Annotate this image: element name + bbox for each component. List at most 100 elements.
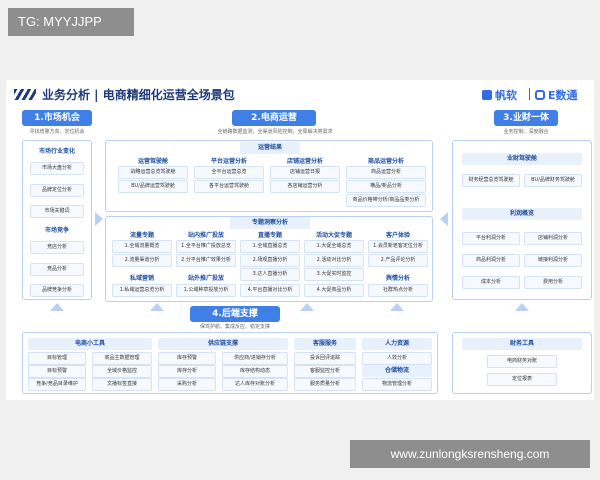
finance-profit-item: 商品利润分析: [462, 254, 520, 267]
brand-logo-eshutong: E数通: [535, 87, 578, 103]
market-competition-title: 市场竞争: [44, 227, 69, 234]
insight-group-title: 活动大促专题: [315, 232, 352, 239]
warehouse-item: 物流管理分析: [362, 378, 432, 391]
finance-tools-item: 定位报表: [487, 373, 557, 386]
insight-item: 1.大促全域总览: [304, 240, 364, 253]
finance-sub: 业务控制、深度融合: [503, 129, 549, 135]
results-item: 商品价格带分析/商品品类分析: [346, 194, 426, 207]
insight-group-title: 流量专题: [129, 232, 154, 239]
supply-item: 供应商/进销存分析: [222, 352, 288, 365]
results-group-title: 平台运营分析: [210, 158, 247, 165]
finance-cockpit-title: 业财驾驶舱: [462, 153, 582, 165]
insight-group-title: 直播专题: [257, 232, 282, 239]
results-group-title: 运营驾驶舱: [137, 158, 168, 165]
service-item: 客服监控分析: [294, 365, 356, 378]
insight-group-title: 私域营销: [129, 275, 154, 282]
insight-item: 1.公域种草投放分析: [176, 284, 236, 297]
market-industry-item: 市场大盘分析: [30, 162, 84, 175]
insight-item: 2.活动对比分析: [304, 254, 364, 267]
insight-item: 2.分平台推广效果分析: [176, 254, 236, 267]
arrow-up-icon: [150, 303, 164, 311]
results-item: 各店铺运营分析: [270, 180, 340, 193]
insight-group-title: 客户体验: [385, 232, 410, 239]
insight-item: 2.流量渠道分析: [112, 254, 172, 267]
ecom-header: 2.电商运营: [232, 110, 316, 126]
tools-item: 目标预警: [28, 365, 86, 378]
finance-profit-item: 成本分析: [462, 276, 520, 289]
brand-divider: [529, 88, 530, 100]
diagram-title-text: 业务分析 | 电商精细化运营全场景包: [42, 88, 235, 102]
results-group-title: 商品运营分析: [367, 158, 404, 165]
insight-item: 1.私域运营总览分析: [112, 284, 172, 297]
insight-item: 4.大促商品分析: [304, 284, 364, 297]
supply-item: 库存预警: [158, 352, 216, 365]
insight-group-title: 站内推广投放: [187, 232, 224, 239]
insight-item: 1.全域直播总览: [240, 240, 300, 253]
finance-profit-item: 费用分析: [524, 276, 582, 289]
arrow-right-icon: [95, 212, 103, 226]
insight-group-title: 站外推广投放: [187, 275, 224, 282]
service-item: 服务质量分析: [294, 378, 356, 391]
results-item: 全平台运营总览: [194, 166, 264, 179]
insight-group-title: 舆情分析: [385, 275, 410, 282]
arrow-up-icon: [515, 303, 529, 311]
backend-supply-title: 供应链支撑: [158, 338, 288, 350]
tools-item: 竞争/竞品目录维护: [28, 378, 86, 391]
finance-panel: [452, 140, 592, 300]
market-industry-item: 市场关键词: [30, 205, 84, 218]
arrow-up-icon: [390, 303, 404, 311]
fanruan-logo-icon: [482, 90, 492, 100]
finance-cockpit-item: BU/品牌财务驾驶舱: [524, 174, 582, 187]
insight-item: 1.全平台推广投放总览: [176, 240, 236, 253]
tools-item: 全域价格监控: [92, 365, 152, 378]
results-item: 各平台运营驾驶舱: [194, 180, 264, 193]
finance-profit-item: 店铺利润分析: [524, 232, 582, 245]
eshutong-logo-icon: [535, 90, 545, 100]
finance-profit-item: 平台利润分析: [462, 232, 520, 245]
market-sub: 寻找增量方向、定位机会: [29, 129, 85, 135]
ecom-results-title: 运营结果: [240, 142, 300, 154]
backend-hr-title: 人力资源: [362, 338, 432, 350]
finance-profit-title: 利润概览: [462, 208, 582, 220]
insight-item: 2.产品评论分析: [368, 254, 428, 267]
tools-item: 目标管理: [28, 352, 86, 365]
insight-item: 2.场观直播分析: [240, 254, 300, 267]
supply-item: 采购分析: [158, 378, 216, 391]
tools-item: 文播标签直接: [92, 378, 152, 391]
arrow-left-icon: [440, 212, 448, 226]
supply-item: 达人库存对账分析: [222, 378, 288, 391]
backend-warehouse-title: 仓储物流: [362, 365, 432, 377]
insight-item: 1.全域流量概览: [112, 240, 172, 253]
results-item: 商品运营分析: [346, 166, 426, 179]
finance-tools-item: 电商财务对账: [487, 355, 557, 368]
market-industry-item: 品牌定位分析: [30, 184, 84, 197]
service-item: 投诉回评追踪: [294, 352, 356, 365]
results-item: 横品/新品分析: [346, 180, 426, 193]
ecom-insight-title: 专题洞察分析: [230, 217, 310, 229]
backend-header: 4.后端支撑: [190, 306, 280, 322]
title-stripe-icon: [14, 89, 36, 100]
market-industry-title: 市场行业变化: [38, 148, 75, 155]
hr-item: 人效分析: [362, 352, 432, 365]
insight-item: 社群热点分析: [368, 284, 428, 297]
watermark-top: TG: MYYJJPP: [8, 8, 134, 36]
results-group-title: 店铺运营分析: [286, 158, 323, 165]
brand-logo-fanruan: 帆软: [482, 87, 517, 103]
insight-item: 3.大促实时监控: [304, 268, 364, 281]
market-header: 1.市场机会: [22, 110, 92, 126]
insight-item: 4.平台直播对比分析: [240, 284, 300, 297]
diagram-title: 业务分析 | 电商精细化运营全场景包: [14, 86, 235, 103]
supply-item: 库存分析: [158, 365, 216, 378]
insight-item: 3.达人直播分析: [240, 268, 300, 281]
finance-profit-item: 链接利润分析: [524, 254, 582, 267]
arrow-up-icon: [50, 303, 64, 311]
watermark-bottom: www.zunlongksrensheng.com: [350, 440, 590, 468]
insight-item: 1.会员新老客定位分析: [368, 240, 428, 253]
arrow-up-icon: [300, 303, 314, 311]
tools-item: 商品主数据管理: [92, 352, 152, 365]
finance-header: 3.业财一体: [494, 110, 558, 126]
market-competition-item: 品牌竞争分析: [30, 284, 84, 297]
ecom-sub: 全链路数据监测，全渠道风险控制，全局解决类需求: [217, 129, 333, 135]
market-competition-item: 竞店分析: [30, 241, 84, 254]
market-competition-item: 竞品分析: [30, 263, 84, 276]
